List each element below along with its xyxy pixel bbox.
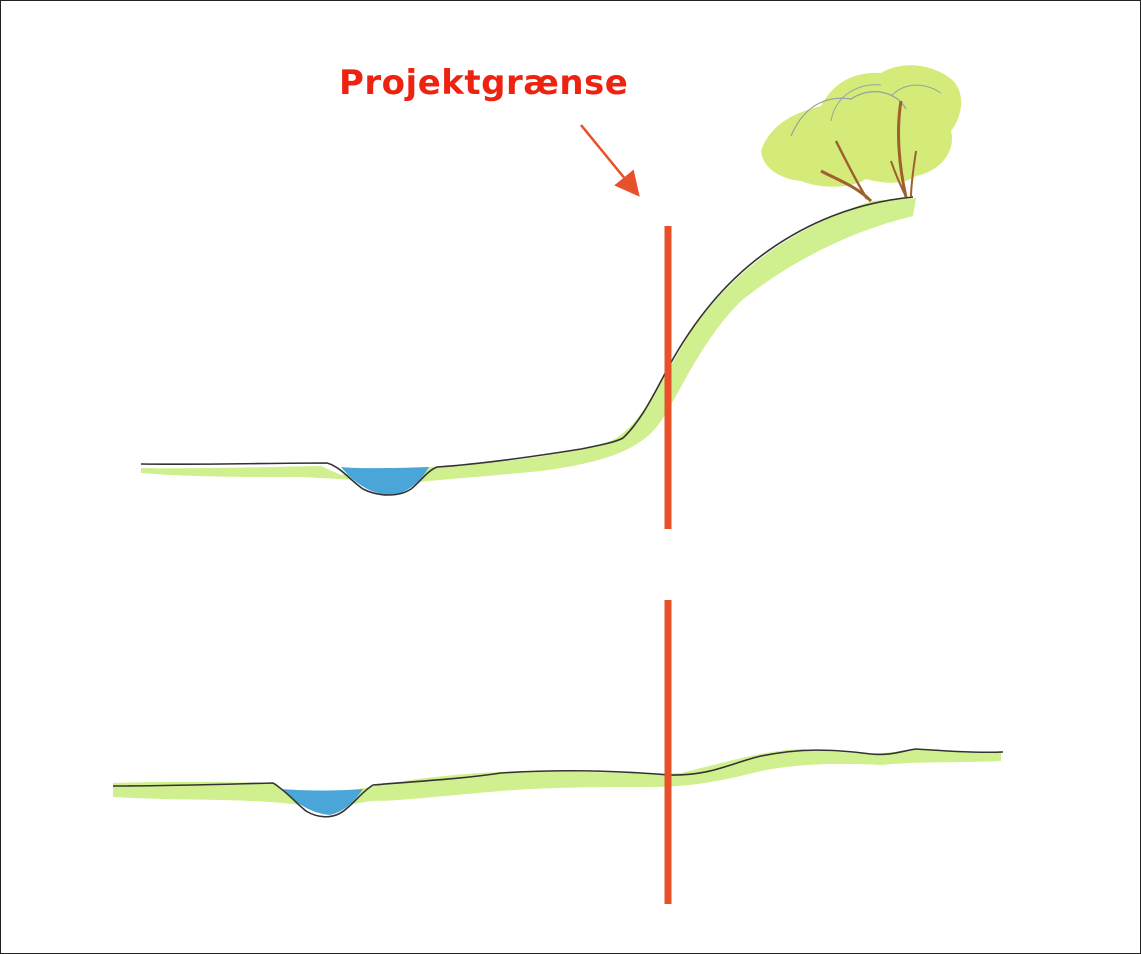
lower-grass <box>113 749 1001 807</box>
lower-section <box>113 749 1003 817</box>
tree-icon <box>761 65 961 201</box>
arrow-icon <box>581 125 635 191</box>
upper-section <box>141 65 961 495</box>
upper-grass <box>141 198 916 484</box>
